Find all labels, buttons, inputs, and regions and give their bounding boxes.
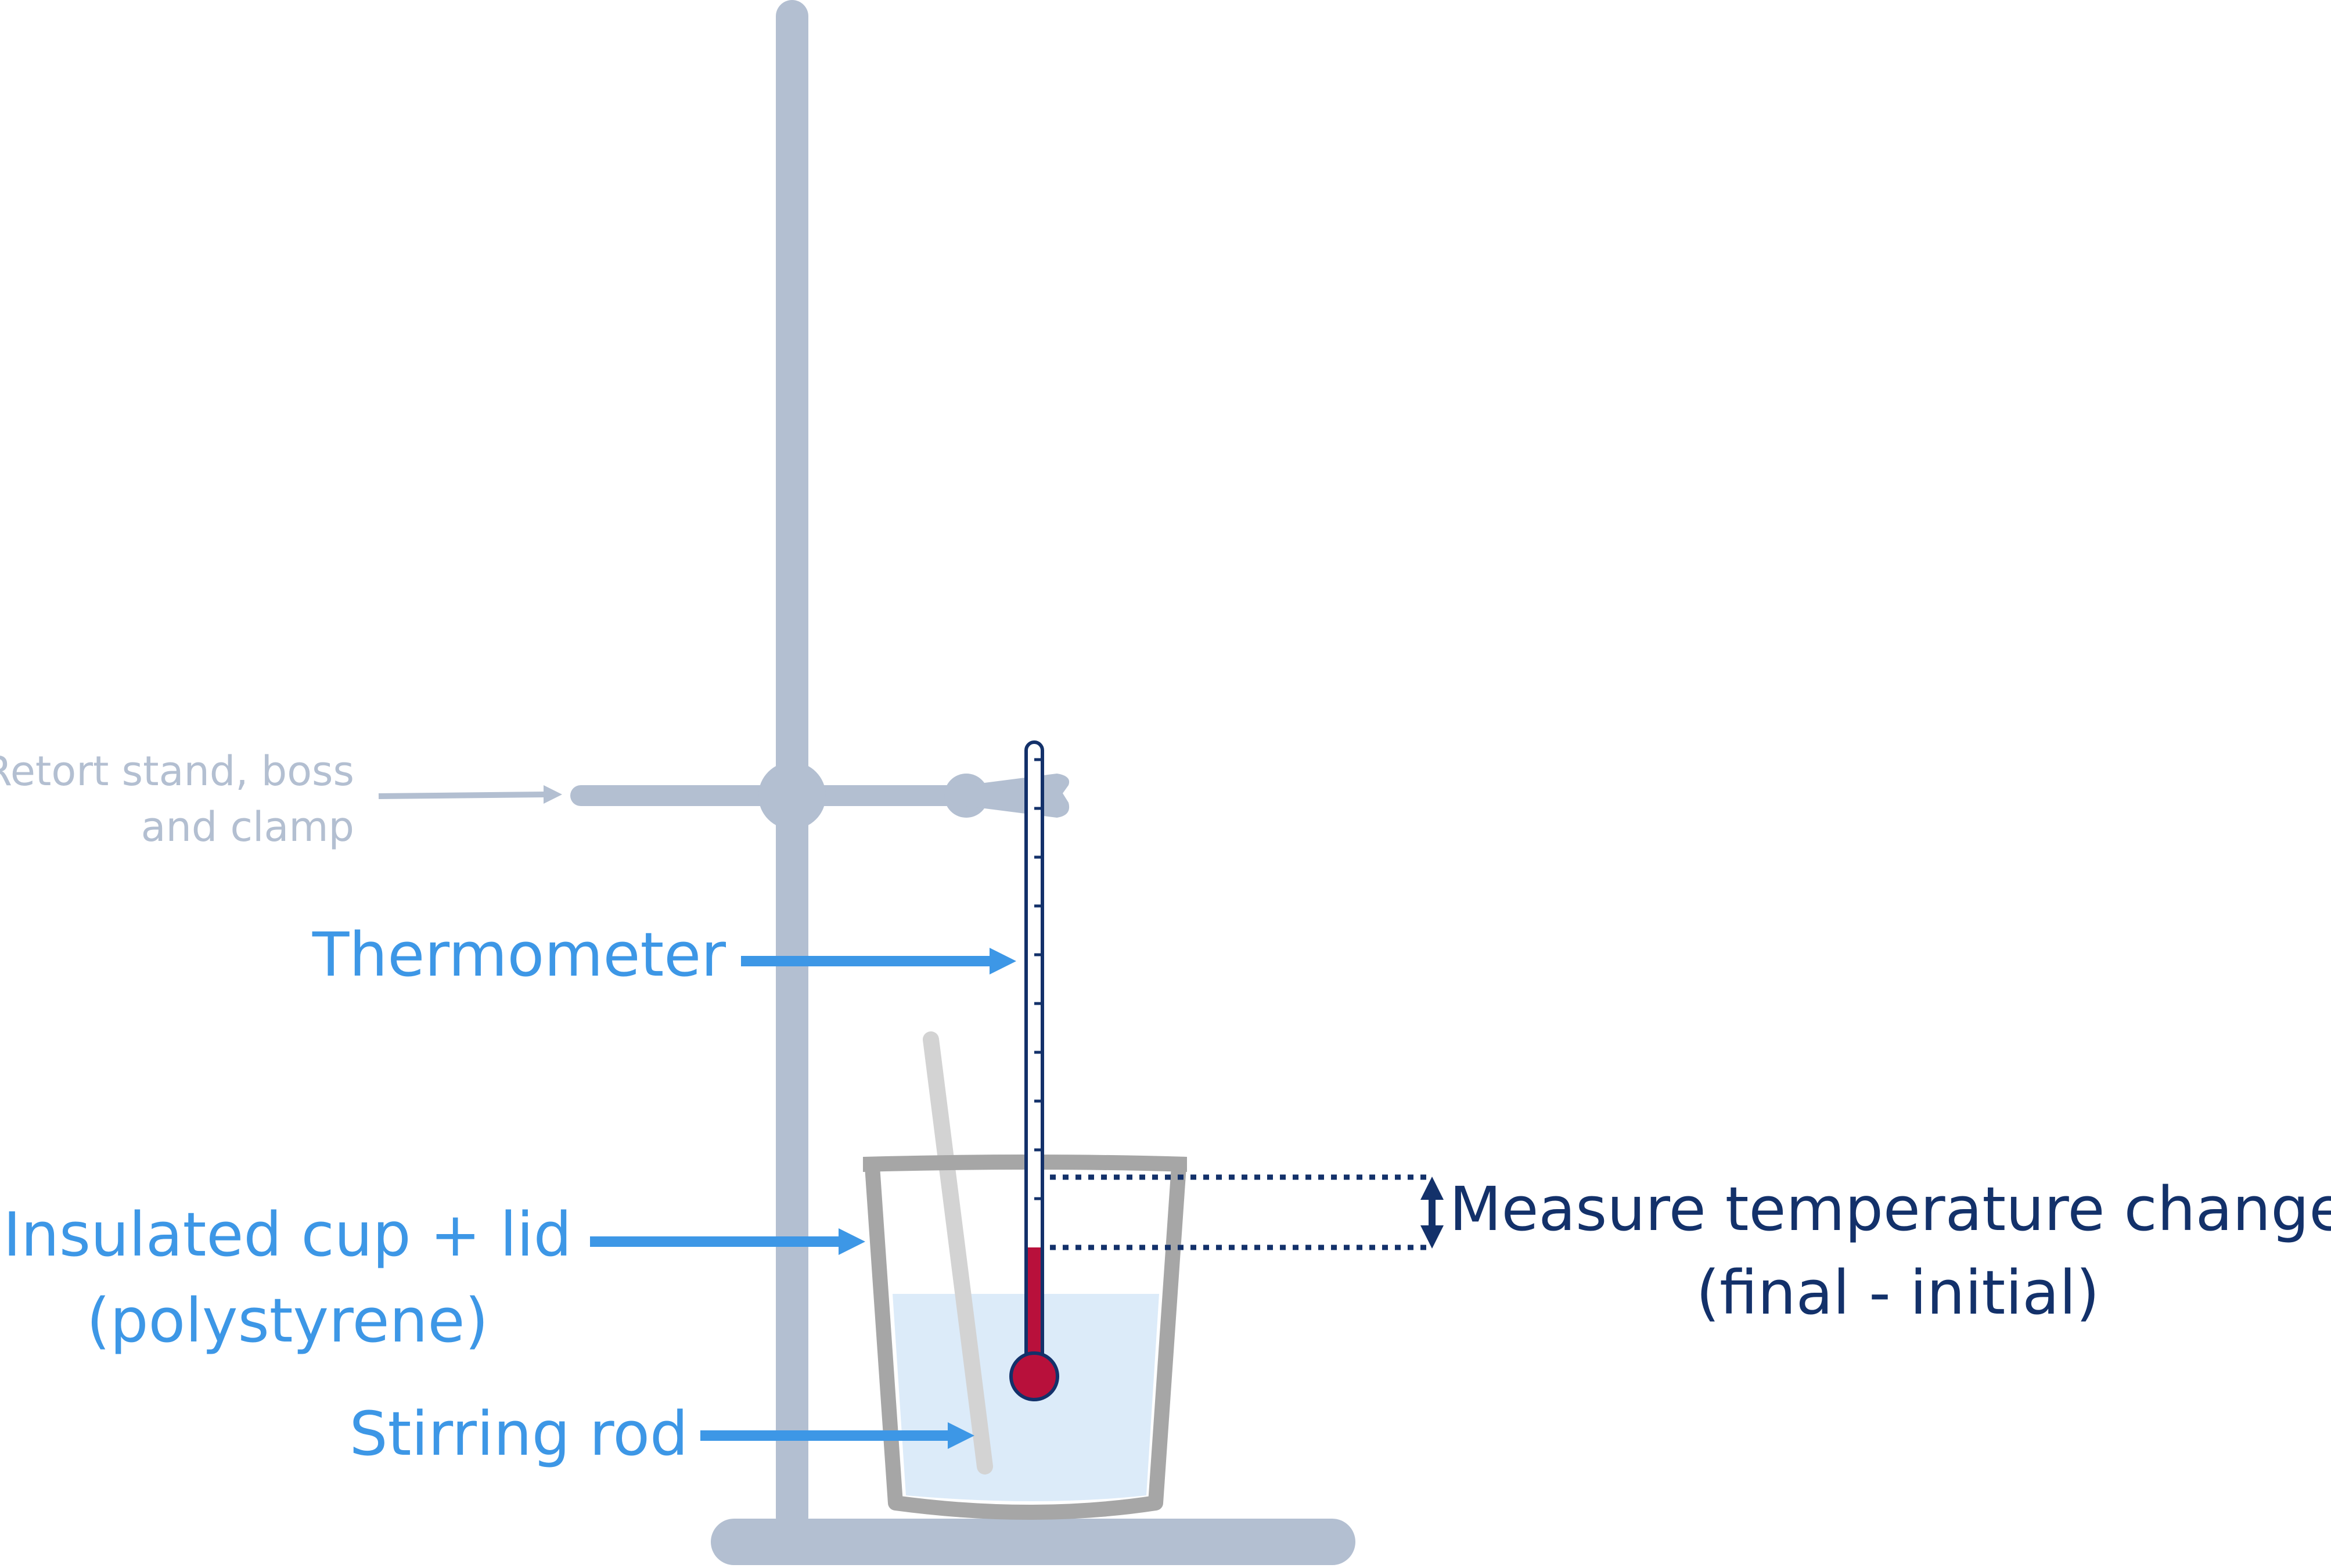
thermometer-bulb — [1009, 1351, 1059, 1401]
cup-body — [865, 1166, 1186, 1520]
boss-head — [758, 762, 826, 829]
stirring-rod-label: Stirring rod — [350, 1398, 688, 1469]
retort-arrow — [378, 785, 562, 804]
retort-stand-icon — [570, 0, 1355, 1565]
stand-base — [711, 1519, 1355, 1565]
retort-label-line2: and clamp — [141, 803, 354, 851]
double-arrow-icon — [1420, 1177, 1444, 1249]
measure-label-line2: (final - initial) — [1696, 1257, 2100, 1328]
stirring-rod-arrow — [700, 1422, 974, 1449]
thermometer-scale — [1034, 758, 1042, 1200]
thermometer-liquid — [1028, 1247, 1041, 1375]
retort-label-line1: Retort stand, boss — [0, 747, 354, 795]
measure-label-line1: Measure temperature change — [1449, 1174, 2331, 1245]
cup-label-line2: (polystyrene) — [87, 1285, 488, 1356]
cup-label-line1: Insulated cup + lid — [3, 1199, 571, 1270]
thermometer-icon — [1009, 740, 1059, 1401]
thermometer-arrow — [741, 948, 1016, 974]
stirring-rod-icon — [923, 1031, 993, 1475]
thermometer-label: Thermometer — [312, 919, 726, 990]
cup-arrow — [590, 1228, 865, 1255]
